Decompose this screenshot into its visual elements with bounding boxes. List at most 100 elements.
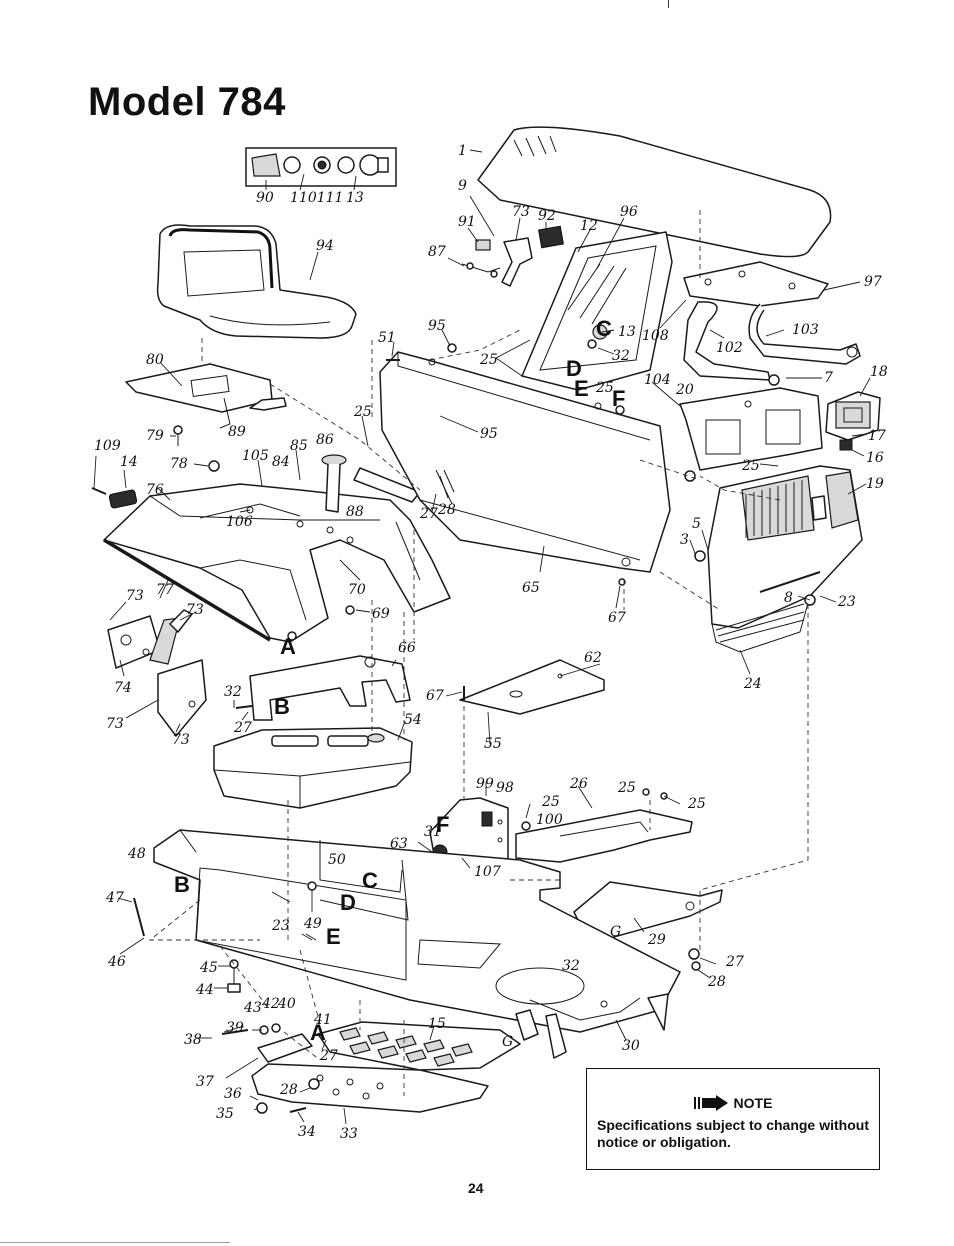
callout-95-a: 95 (428, 318, 446, 334)
frame-rail-right (515, 809, 693, 863)
callout-16: 16 (866, 450, 884, 466)
callout-99: 99 (476, 776, 494, 792)
callout-44: 44 (195, 982, 214, 998)
callout-40: 40 (277, 996, 296, 1012)
callout-14: 14 (120, 454, 138, 470)
callout-25-d: 25 (353, 404, 372, 420)
seat (156, 224, 357, 339)
note-box: NOTE Specifications subject to change wi… (586, 1068, 880, 1170)
callout-80: 80 (146, 352, 164, 368)
callout-73: 73 (512, 204, 530, 220)
callout-29: 29 (647, 932, 666, 948)
callout-32-b: 32 (224, 684, 242, 700)
callout-28-a: 28 (437, 502, 456, 518)
callout-5: 5 (692, 516, 701, 532)
ref-letter-D-bottom: D (340, 890, 356, 915)
callout-70: 70 (348, 582, 366, 598)
callout-105: 105 (242, 448, 269, 464)
callout-96: 96 (620, 204, 638, 220)
ref-letter-B-bottom: B (174, 872, 190, 897)
callout-26: 26 (569, 776, 588, 792)
hood (469, 126, 832, 258)
callout-43: 43 (243, 1000, 262, 1016)
callout-25-b: 25 (479, 352, 498, 368)
dash-switches (461, 225, 564, 287)
callout-25-g: 25 (687, 796, 706, 812)
callout-27-b: 27 (233, 720, 252, 736)
callout-28-c: 28 (707, 974, 726, 990)
callout-88: 88 (346, 504, 364, 520)
page-top-tick (668, 0, 669, 8)
callout-30: 30 (622, 1038, 640, 1054)
callout-51: 51 (378, 330, 396, 346)
callout-67-a: 67 (608, 610, 626, 626)
fuel-tank (213, 727, 413, 809)
callout-106: 106 (226, 514, 253, 530)
light-bracket (679, 387, 823, 471)
reflector (91, 469, 138, 509)
callout-13-a: 13 (346, 190, 364, 206)
leader-lines (93, 195, 871, 1125)
callout-37: 37 (196, 1074, 214, 1090)
callout-45: 45 (199, 960, 218, 976)
callout-110-111: 110111 (290, 190, 343, 206)
callout-1: 1 (458, 143, 467, 159)
callout-17: 17 (868, 428, 886, 444)
foot-plate (251, 1033, 489, 1113)
callout-23-a: 23 (837, 594, 856, 610)
callout-85: 85 (290, 438, 308, 454)
callout-108: 108 (642, 328, 669, 344)
callout-47: 47 (105, 890, 124, 906)
callout-12: 12 (580, 218, 598, 234)
callout-25-c: 25 (595, 380, 614, 396)
callout-7: 7 (824, 370, 833, 386)
dash-panel (379, 351, 671, 573)
callout-G-2: G (502, 1034, 513, 1050)
callout-46: 46 (107, 954, 126, 970)
callout-55: 55 (484, 736, 502, 752)
callout-3: 3 (680, 532, 689, 548)
callout-9: 9 (458, 178, 467, 194)
grille-nose (707, 465, 863, 653)
note-text: Specifications subject to change without… (597, 1117, 869, 1150)
callout-74: 74 (114, 680, 132, 696)
callout-91: 91 (458, 214, 476, 230)
reference-letters: C D E F A B B C D E F A (174, 316, 625, 1045)
callout-8: 8 (784, 590, 793, 606)
callout-31: 31 (424, 824, 442, 840)
callout-27-a: 27 (419, 506, 438, 522)
arrow-right-icon (693, 1095, 728, 1111)
callout-27-c: 27 (319, 1048, 338, 1064)
callout-35: 35 (216, 1106, 234, 1122)
callout-76: 76 (146, 482, 164, 498)
callout-25-e: 25 (541, 794, 560, 810)
note-heading: NOTE (733, 1095, 773, 1111)
ref-letter-E-top: E (574, 376, 589, 401)
bottom-rule (0, 1242, 230, 1243)
callout-69: 69 (372, 606, 390, 622)
callout-100: 100 (536, 812, 563, 828)
callout-73-d: 73 (106, 716, 124, 732)
ref-letter-D-top: D (566, 356, 582, 381)
ref-letter-E-bottom: E (326, 924, 341, 949)
callout-95-b: 95 (480, 426, 498, 442)
page-title: Model 784 (88, 80, 286, 124)
callout-73-c: 73 (186, 602, 204, 618)
ref-letter-B-top: B (274, 694, 290, 719)
page-number: 24 (468, 1180, 484, 1196)
callout-89: 89 (228, 424, 246, 440)
assembly-lines (148, 210, 809, 1096)
callout-86: 86 (316, 432, 334, 448)
callout-38: 38 (184, 1032, 202, 1048)
callout-32-c: 32 (562, 958, 580, 974)
callout-23-b: 23 (271, 918, 290, 934)
callout-28-b: 28 (279, 1082, 298, 1098)
ref-letter-A-top: A (280, 634, 296, 659)
callout-34: 34 (298, 1124, 316, 1140)
hood-brackets (683, 261, 861, 386)
callout-15: 15 (428, 1016, 446, 1032)
callout-67-b: 67 (426, 688, 444, 704)
callout-32-a: 32 (612, 348, 630, 364)
callout-49: 49 (303, 916, 322, 932)
